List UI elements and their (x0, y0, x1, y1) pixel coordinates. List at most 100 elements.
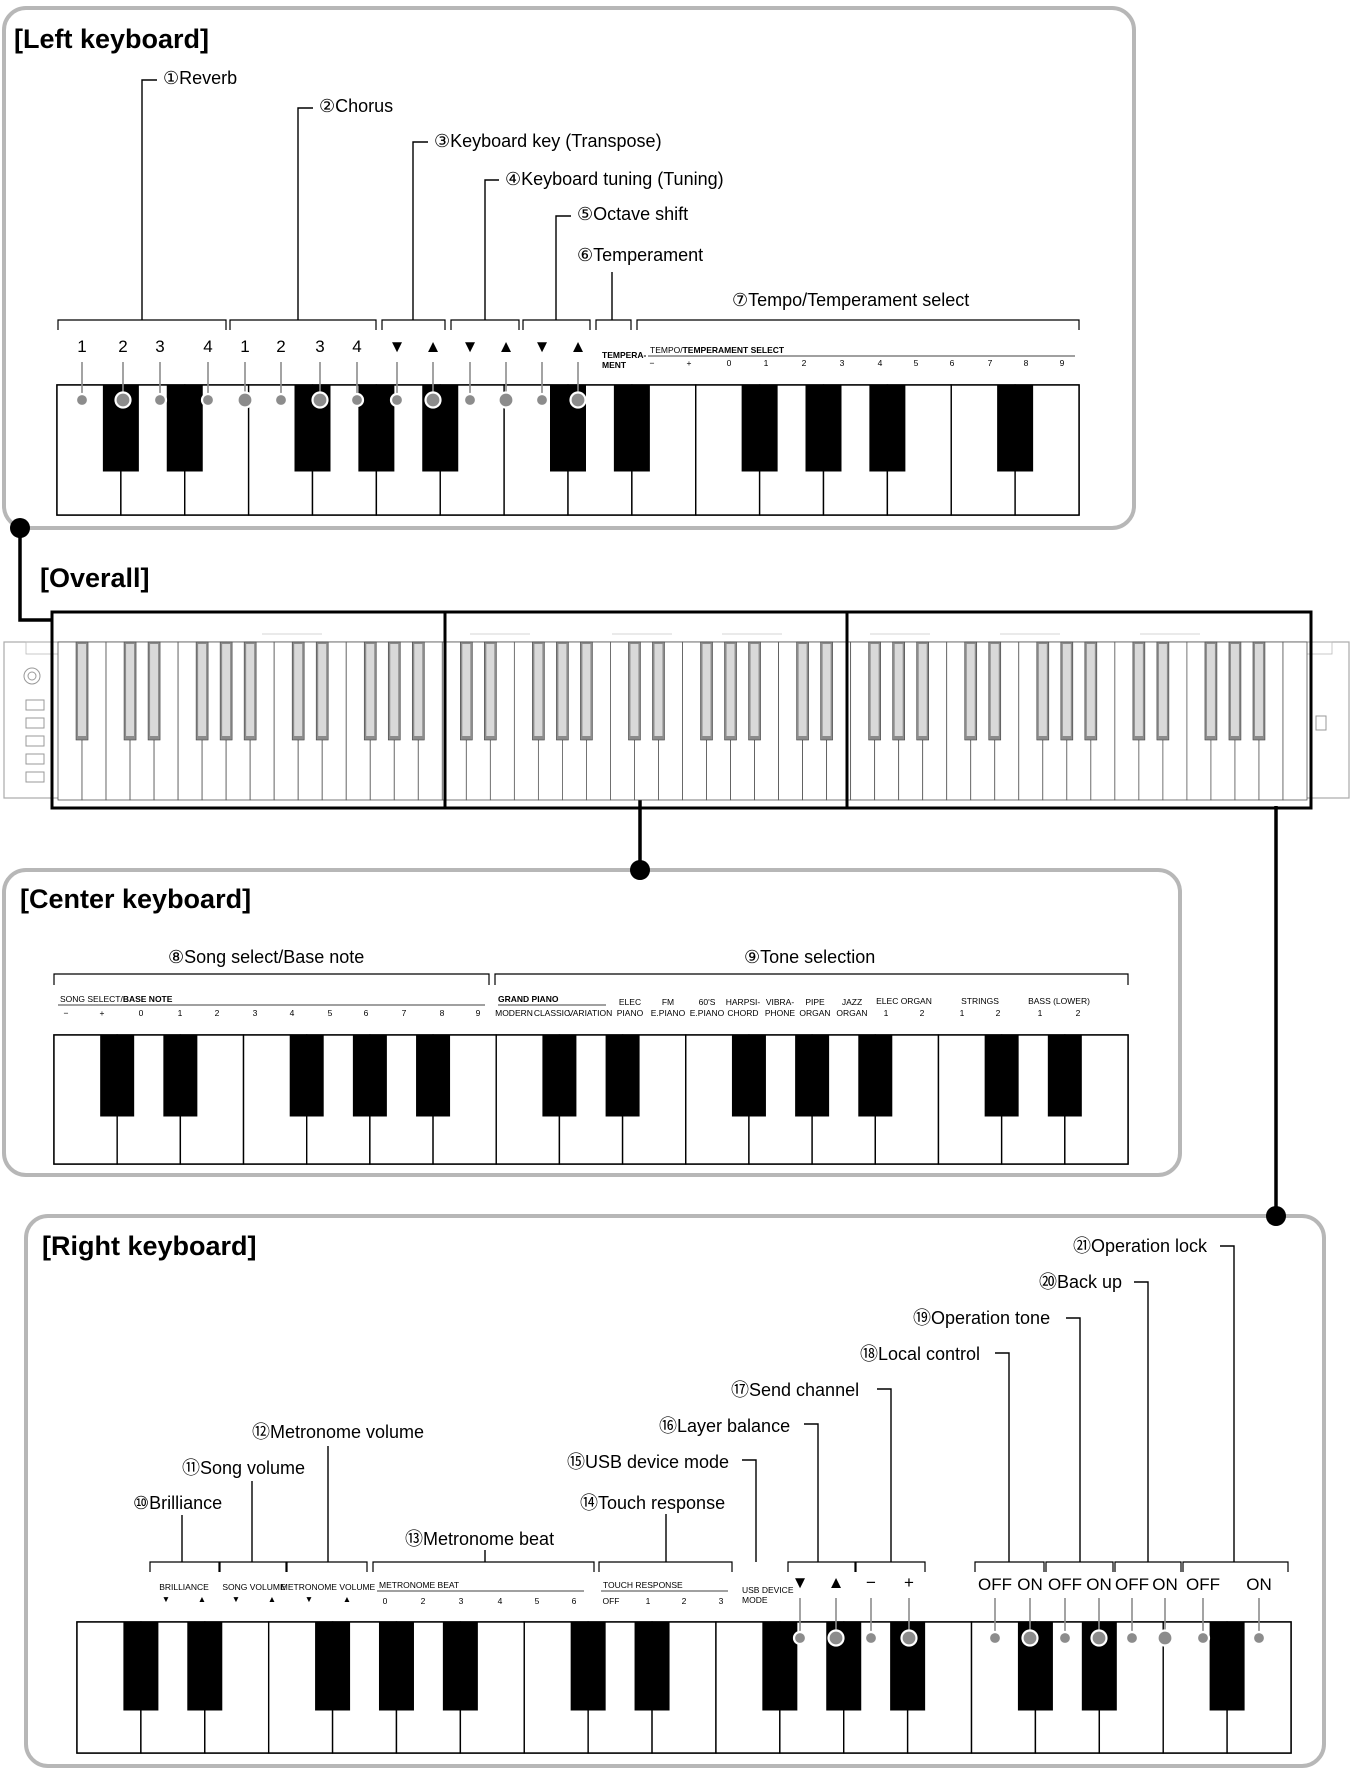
panel-connectors (10, 518, 1286, 1226)
key-marker-dot (792, 1630, 808, 1646)
left-key-markers (74, 362, 587, 409)
grand-piano-header: GRAND PIANO (498, 994, 559, 1004)
toggle-label: OFF (1048, 1575, 1082, 1594)
tone-label-line2: CHORD (727, 1008, 758, 1018)
callout-back-up: ⑳Back up (1039, 1272, 1122, 1292)
toggle-label: OFF (1115, 1575, 1149, 1594)
overall-black-key-shine (150, 644, 159, 736)
tone-label-line1: PIPE (805, 997, 825, 1007)
key-marker-dot (74, 392, 90, 408)
left-black-keys (102, 384, 1034, 472)
overall-black-key-shine (294, 644, 303, 736)
center-black-key (795, 1034, 830, 1117)
callout-tempo-temperament-select: ⑦Tempo/Temperament select (732, 290, 969, 310)
tone-label-line2: PHONE (765, 1008, 796, 1018)
center-black-key (289, 1034, 324, 1117)
layer-balance-up-label: ▲ (828, 1573, 845, 1592)
strings-2-label: 2 (996, 1008, 1001, 1018)
tone-label-line1: JAZZ (842, 997, 862, 1007)
tone-variation-label: VARIATION (568, 1008, 613, 1018)
callout-usb-device-mode: ⑮USB device mode (567, 1452, 729, 1472)
toggle-label: ON (1152, 1575, 1178, 1594)
center-black-key (163, 1034, 198, 1117)
overall-black-key-shine (1062, 644, 1071, 736)
song-key-label: 3 (253, 1008, 258, 1018)
right-black-key (762, 1621, 798, 1711)
touch-key-label: 1 (646, 1596, 651, 1606)
right-group-labels: BRILLIANCE SONG VOLUME METRONOME VOLUME … (159, 1582, 375, 1604)
callout-tuning: ④Keyboard tuning (Tuning) (505, 169, 724, 189)
right-black-key (1209, 1621, 1245, 1711)
grand-piano-key-labels: MODERN CLASSIC VARIATION (495, 1008, 612, 1018)
song-key-label: − (64, 1008, 69, 1018)
song-key-label: 0 (139, 1008, 144, 1018)
chorus-key-1-label: 1 (240, 337, 249, 356)
left-black-key (358, 384, 395, 472)
callout-touch-response: ⑭Touch response (580, 1493, 725, 1513)
octave-down-label: ▼ (534, 337, 551, 356)
tone-group-labels: ELEC ORGAN 1 2 STRINGS 1 2 BASS (LOWER) … (876, 996, 1090, 1018)
tuning-down-label: ▼ (462, 337, 479, 356)
tone-key-labels: ELECPIANOFME.PIANO60'SE.PIANOHARPSI-CHOR… (617, 997, 868, 1018)
callout-operation-lock: ㉑Operation lock (1073, 1236, 1208, 1256)
overall-black-key-shine (366, 644, 375, 736)
overall-white-key (1282, 641, 1308, 801)
temperament-key-label-2: MENT (602, 360, 627, 370)
right-black-key (378, 1621, 414, 1711)
right-black-key (123, 1621, 159, 1711)
key-marker-dot (236, 391, 254, 409)
center-black-key (984, 1034, 1019, 1117)
key-marker-dot (827, 1629, 845, 1647)
center-white-keys (53, 1034, 1129, 1165)
key-marker-dot (1124, 1630, 1140, 1646)
brilliance-header: BRILLIANCE (159, 1582, 209, 1592)
key-marker-dot (1090, 1629, 1108, 1647)
strings-header: STRINGS (961, 996, 999, 1006)
bass-lower-header: BASS (LOWER) (1028, 996, 1090, 1006)
reverb-key-2-label: 2 (118, 337, 127, 356)
overall-black-key-shine (318, 644, 327, 736)
left-keyboard (56, 362, 1080, 516)
tempo-key-label: − (650, 358, 655, 368)
bass-2-label: 2 (1076, 1008, 1081, 1018)
center-black-key (1047, 1034, 1082, 1117)
song-key-label: 9 (476, 1008, 481, 1018)
octave-up-label: ▲ (570, 337, 587, 356)
center-keyboard (53, 1034, 1129, 1165)
callout-song-volume: ⑪Song volume (182, 1458, 305, 1478)
song-key-label: 5 (328, 1008, 333, 1018)
toggle-label: ON (1246, 1575, 1272, 1594)
layer-balance-down-label: ▼ (792, 1573, 809, 1592)
tempo-key-label: + (687, 358, 692, 368)
song-key-label: 7 (402, 1008, 407, 1018)
overall-black-key-shine (414, 644, 423, 736)
song-volume-up-label: ▲ (268, 1594, 276, 1604)
left-black-key (166, 384, 203, 472)
toggle-label: ON (1086, 1575, 1112, 1594)
brilliance-up-label: ▲ (198, 1594, 206, 1604)
overall-black-key-shine (390, 644, 399, 736)
right-leader-lines (181, 1245, 1235, 1562)
callout-transpose: ③Keyboard key (Transpose) (434, 131, 662, 151)
key-marker-dot (1251, 1630, 1267, 1646)
tempo-key-label: 5 (914, 358, 919, 368)
key-marker-dot (200, 392, 216, 408)
send-channel-minus-label: − (866, 1573, 876, 1592)
overall-black-key-shine (966, 644, 975, 736)
chorus-key-2-label: 2 (276, 337, 285, 356)
overall-black-key-shine (726, 644, 735, 736)
tone-label-line2: E.PIANO (690, 1008, 725, 1018)
overall-black-key-shine (486, 644, 495, 736)
overall-black-key-shine (750, 644, 759, 736)
overall-black-key-shine (702, 644, 711, 736)
left-leader-lines (141, 79, 613, 320)
center-black-key (605, 1034, 640, 1117)
tone-label-line1: HARPSI- (726, 997, 761, 1007)
overall-left-controls (23, 667, 45, 783)
overall-black-key-shine (1038, 644, 1047, 736)
tempo-key-label: 1 (764, 358, 769, 368)
tone-label-line2: ORGAN (799, 1008, 830, 1018)
tone-label-line1: 60'S (699, 997, 716, 1007)
